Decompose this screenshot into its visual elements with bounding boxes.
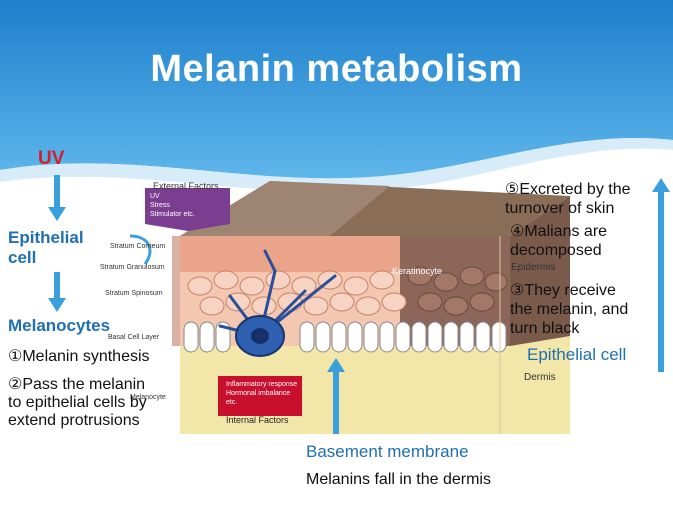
page-title: Melanin metabolism: [150, 48, 523, 90]
external-item-stimulator: Stimulator etc.: [150, 211, 195, 218]
step3-line1: ③They receive: [510, 282, 616, 299]
internal-item-inflammatory: Inflammatory response: [226, 381, 298, 388]
step4-text: ④Malians are decomposed: [510, 222, 607, 260]
melanins-fall-text: Melanins fall in the dermis: [306, 471, 491, 488]
up-arrow-icon: [652, 178, 670, 372]
step5-text: ⑤Excreted by the turnover of skin: [505, 180, 631, 218]
layer-stratum-granulosum: Stratum Granulosum: [100, 264, 165, 271]
step3-text: ③They receive the melanin, and turn blac…: [510, 281, 628, 338]
step2-line1: ②Pass the melanin: [8, 376, 146, 393]
epithelial-cell-line2: cell: [8, 248, 37, 267]
step2-line3: extend protrusions: [8, 412, 140, 429]
external-item-stress: Stress: [150, 202, 170, 209]
step2-text: ②Pass the melanin to epithelial cells by…: [8, 376, 147, 430]
layer-stratum-spinosum: Stratum Spinosum: [105, 290, 163, 297]
epidermis-label: Epidermis: [511, 262, 556, 273]
down-arrow-icon: [48, 272, 66, 312]
step4-line1: ④Malians are: [510, 223, 608, 240]
layer-basal-cell: Basal Cell Layer: [108, 334, 159, 341]
dermis-label: Dermis: [524, 372, 556, 383]
step3-line2: the melanin, and: [510, 301, 629, 318]
step1-text: ①Melanin synthesis: [8, 348, 150, 365]
external-factors-label: External Factors: [153, 181, 219, 191]
basement-membrane-label: Basement membrane: [306, 442, 469, 461]
internal-item-etc: etc.: [226, 399, 238, 406]
epithelial-cell-label: Epithelial cell: [8, 228, 84, 268]
up-arrow-icon: [327, 358, 345, 434]
step3-line3: turn black: [510, 320, 580, 337]
epithelial-cell-line1: Epithelial: [8, 228, 84, 247]
step5-line2: turnover of skin: [505, 200, 615, 217]
uv-label: UV: [38, 148, 65, 169]
right-epithelial-cell-label: Epithelial cell: [527, 345, 627, 364]
step5-line1: ⑤Excreted by the: [505, 181, 631, 198]
down-arrow-icon: [48, 175, 66, 221]
step4-line2: decomposed: [510, 242, 602, 259]
step2-line2: to epithelial cells by: [8, 394, 147, 411]
header-banner: [0, 0, 673, 193]
melanocytes-label: Melanocytes: [8, 316, 111, 335]
internal-item-hormonal: Hormonal imbalance: [226, 390, 291, 397]
internal-factors-label: Internal Factors: [226, 415, 289, 425]
external-item-uv: UV: [150, 193, 160, 200]
layer-stratum-corneum: Stratum Corneum: [110, 243, 166, 250]
skin-cross-section-figure: [129, 181, 570, 434]
melanocyte-label: Melanocyte: [130, 394, 166, 401]
keratinocyte-label: Keratinocyte: [392, 266, 443, 276]
